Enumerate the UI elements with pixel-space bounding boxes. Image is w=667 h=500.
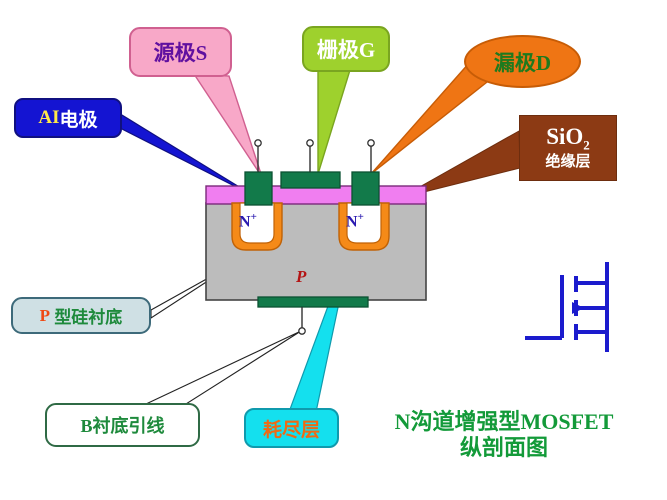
callout-source[interactable]: 源极S — [129, 27, 232, 77]
drain-terminal — [367, 139, 375, 172]
callout-depletion-layer-label: 耗尽层 — [262, 419, 320, 441]
source-metal-electrode — [244, 171, 273, 206]
gate-metal-electrode — [280, 171, 341, 189]
n-plus-source-region — [239, 202, 275, 244]
p-substrate-label: P — [296, 267, 307, 286]
callout-p-substrate-label-part1: P — [39, 305, 51, 325]
diagram-title-line2: 纵剖面图 — [459, 434, 548, 460]
callout-source-label: 源极S — [153, 41, 208, 65]
callout-drain-label: 漏极D — [493, 50, 552, 75]
callout-drain[interactable]: 漏极D — [464, 35, 581, 88]
callout-gate[interactable]: 栅极G — [302, 26, 390, 72]
diagram-title: N沟道增强型MOSFET 纵剖面图 — [354, 409, 654, 461]
drain-metal-electrode — [351, 171, 380, 206]
gate-callout-tail — [317, 68, 351, 175]
diagram-title-line1: N沟道增强型MOSFET — [394, 409, 614, 434]
drain-callout-tail — [370, 60, 489, 175]
n-plus-source-label: N+ — [239, 211, 257, 231]
callout-gate-label: 栅极G — [316, 38, 376, 62]
substrate-metal-electrode — [257, 296, 369, 308]
callout-p-substrate[interactable]: P 型硅衬底 — [11, 297, 151, 334]
callout-sio2-formula: SiO2 — [546, 124, 590, 153]
bsub-callout-leader — [145, 330, 302, 405]
mosfet-circuit-symbol — [525, 262, 609, 352]
callout-sio2-sublabel: 绝缘层 — [545, 153, 591, 170]
n-plus-drain-region — [346, 202, 382, 244]
callout-depletion-layer[interactable]: 耗尽层 — [244, 408, 339, 448]
callout-p-substrate-label-part2: 型硅衬底 — [54, 308, 123, 327]
callout-sio2-insulator[interactable]: SiO2 绝缘层 — [519, 115, 617, 181]
substrate-terminal — [298, 307, 306, 335]
callout-substrate-lead[interactable]: B衬底引线 — [45, 403, 200, 447]
callout-al-electrode-label-part2: 电极 — [59, 109, 98, 131]
source-terminal — [254, 139, 262, 172]
gate-terminal — [306, 139, 314, 172]
oxide-layer — [205, 185, 427, 205]
callout-substrate-lead-label: B衬底引线 — [80, 416, 165, 436]
source-callout-tail — [192, 73, 263, 178]
callout-al-electrode-label-part1: AI — [38, 107, 60, 128]
n-plus-drain-label: N+ — [346, 211, 364, 231]
